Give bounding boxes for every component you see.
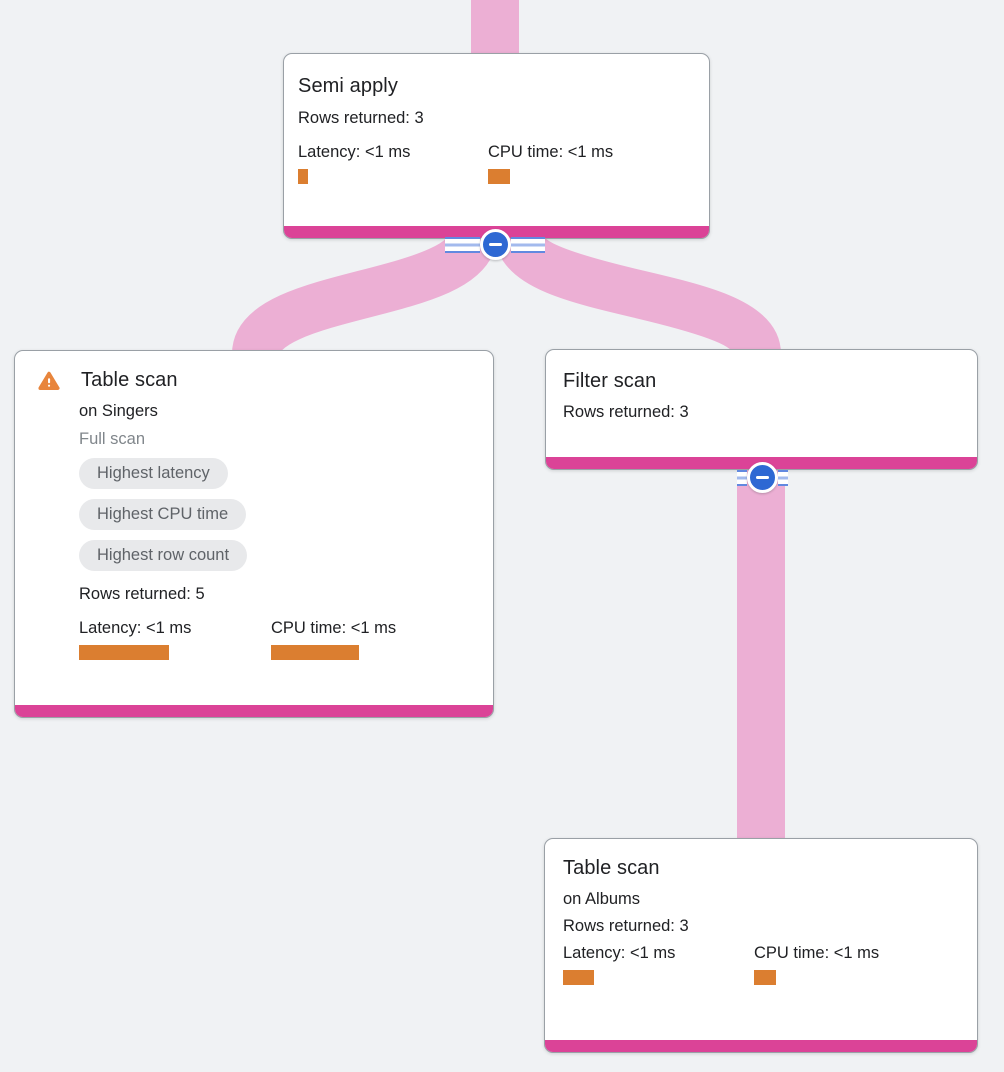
node-title: Semi apply <box>298 75 398 97</box>
metrics-row: Latency: <1 ms CPU time: <1 ms <box>563 944 959 985</box>
collapse-stripe-left <box>737 469 747 486</box>
latency-metric: Latency: <1 ms <box>298 143 488 184</box>
latency-bar <box>298 169 308 184</box>
collapse-minus-icon[interactable] <box>747 462 778 493</box>
cpu-metric: CPU time: <1 ms <box>271 619 396 660</box>
cpu-time-bar <box>754 970 776 985</box>
node-semi-apply[interactable]: Semi apply Rows returned: 3 Latency: <1 … <box>283 53 710 239</box>
collapse-stripe-left <box>445 236 480 253</box>
node-title: Table scan <box>563 857 660 879</box>
cpu-metric: CPU time: <1 ms <box>488 143 613 184</box>
scan-target-text: on Albums <box>563 890 641 908</box>
rows-returned-text: Rows returned: 3 <box>298 109 424 127</box>
collapse-button-filter-scan[interactable] <box>737 462 788 493</box>
latency-bar <box>79 645 169 660</box>
cpu-time-label: CPU time: <1 ms <box>271 619 397 637</box>
latency-label: Latency: <1 ms <box>298 143 411 161</box>
collapse-stripe-right <box>510 236 545 253</box>
warning-icon <box>38 371 60 391</box>
metrics-row: Latency: <1 ms CPU time: <1 ms <box>298 143 695 184</box>
edge-semi-apply-to-table-scan-singers <box>232 229 497 359</box>
minus-icon <box>488 242 502 247</box>
cpu-time-bar <box>271 645 359 660</box>
node-accent-bar <box>545 1040 977 1052</box>
node-accent-bar <box>15 705 493 717</box>
collapse-stripe-right <box>778 469 788 486</box>
latency-label: Latency: <1 ms <box>563 944 676 962</box>
latency-bar <box>563 970 594 985</box>
cpu-time-label: CPU time: <1 ms <box>488 143 614 161</box>
cpu-time-bar <box>488 169 510 184</box>
scan-type-text: Full scan <box>79 430 146 448</box>
node-table-scan-singers[interactable]: Table scan on Singers Full scan Highest … <box>14 350 494 718</box>
latency-label: Latency: <1 ms <box>79 619 192 637</box>
badge-highest-cpu-time: Highest CPU time <box>79 499 247 530</box>
rows-returned-text: Rows returned: 3 <box>563 403 689 421</box>
node-table-scan-albums[interactable]: Table scan on Albums Rows returned: 3 La… <box>544 838 978 1053</box>
latency-metric: Latency: <1 ms <box>563 944 754 985</box>
edge-semi-apply-to-filter-scan <box>495 229 781 359</box>
node-title: Filter scan <box>563 370 657 392</box>
latency-metric: Latency: <1 ms <box>79 619 271 660</box>
collapse-button-semi-apply[interactable] <box>445 229 545 260</box>
node-header: Table scan <box>38 369 479 392</box>
node-filter-scan[interactable]: Filter scan Rows returned: 3 <box>545 349 978 470</box>
badge-highest-row-count: Highest row count <box>79 540 248 571</box>
node-title: Table scan <box>81 369 178 391</box>
metrics-row: Latency: <1 ms CPU time: <1 ms <box>79 619 396 660</box>
cpu-time-label: CPU time: <1 ms <box>754 944 880 962</box>
rows-returned-text: Rows returned: 3 <box>563 917 689 935</box>
badge-highest-latency: Highest latency <box>79 458 228 489</box>
collapse-minus-icon[interactable] <box>479 229 511 260</box>
scan-target-text: on Singers <box>79 402 158 420</box>
cpu-metric: CPU time: <1 ms <box>754 944 879 985</box>
minus-icon <box>756 475 769 480</box>
rows-returned-text: Rows returned: 5 <box>79 585 205 603</box>
